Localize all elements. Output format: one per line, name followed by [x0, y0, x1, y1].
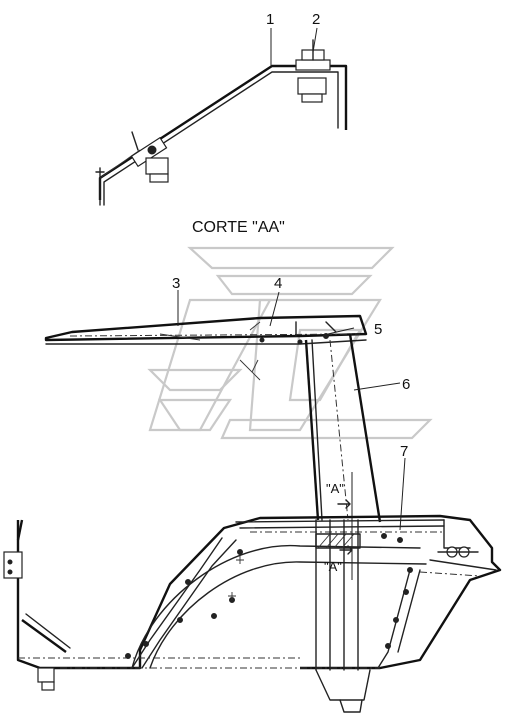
view-label-a-top: "A" — [326, 481, 344, 496]
top-plate — [44, 314, 368, 345]
support-strut — [239, 333, 382, 523]
callout-7: 7 — [400, 443, 408, 460]
fender-assembly-view — [3, 290, 502, 713]
section-title: CORTE "AA" — [192, 219, 285, 236]
watermark-logo — [147, 246, 433, 440]
callout-6: 6 — [402, 376, 410, 393]
section-marker-a — [337, 472, 353, 580]
callout-4: 4 — [274, 275, 282, 292]
callout-1: 1 — [266, 11, 274, 28]
callout-5: 5 — [374, 321, 382, 338]
callout-2: 2 — [312, 11, 320, 28]
bolt-left — [130, 131, 169, 183]
section-aa-view — [95, 27, 348, 206]
callout-3: 3 — [172, 275, 180, 292]
lower-fender — [3, 514, 502, 713]
view-label-a-bottom: "A" — [324, 559, 342, 574]
